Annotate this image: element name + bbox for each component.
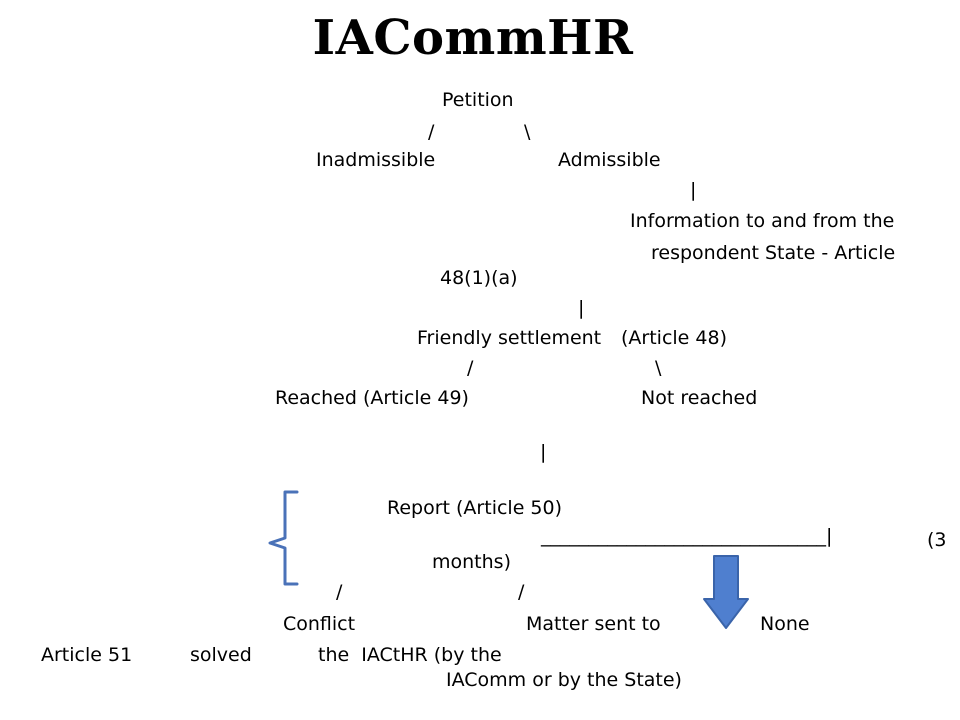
fork3-left: / — [336, 581, 343, 603]
three-months-part-2: months) — [432, 551, 511, 573]
node-article-51: Article 51 — [41, 644, 133, 666]
node-report: Report (Article 50) — [387, 497, 563, 519]
node-petition: Petition — [442, 89, 514, 111]
connector-pipe-3: | — [540, 441, 547, 463]
node-none: None — [760, 613, 810, 635]
fork1-left: / — [428, 121, 435, 143]
fork3-right: / — [518, 581, 525, 603]
node-conflict: Conflict — [283, 613, 356, 635]
node-matter-sent-to: Matter sent to — [526, 613, 661, 635]
node-not-reached: Not reached — [641, 387, 758, 409]
page-title: IACommHR — [312, 10, 634, 66]
node-friendly-settlement: Friendly settlement — [417, 327, 602, 349]
node-information-line-2: respondent State - Article — [651, 242, 896, 264]
node-information-line-3: 48(1)(a) — [440, 267, 518, 289]
connector-pipe-2: | — [578, 297, 585, 319]
three-months-part-1: (3 — [927, 529, 947, 551]
node-information-line-1: Information to and from the — [630, 210, 895, 232]
node-iacomm-or-state: IAComm or by the State) — [446, 669, 682, 691]
connector-pipe-1: | — [690, 179, 697, 201]
node-the-iacthr: the IACtHR (by the — [318, 644, 502, 666]
fork2-right: \ — [655, 357, 662, 379]
node-reached: Reached (Article 49) — [275, 387, 469, 409]
node-admissible: Admissible — [558, 149, 661, 171]
fork2-left: / — [467, 357, 474, 379]
left-curly-bracket-icon — [268, 490, 299, 586]
node-inadmissible: Inadmissible — [316, 149, 436, 171]
node-friendly-settlement-article: (Article 48) — [621, 327, 727, 349]
down-arrow-icon — [703, 555, 749, 629]
node-solved: solved — [190, 644, 252, 666]
underline-bar: ______________________________| — [541, 525, 833, 547]
fork1-right: \ — [524, 121, 531, 143]
